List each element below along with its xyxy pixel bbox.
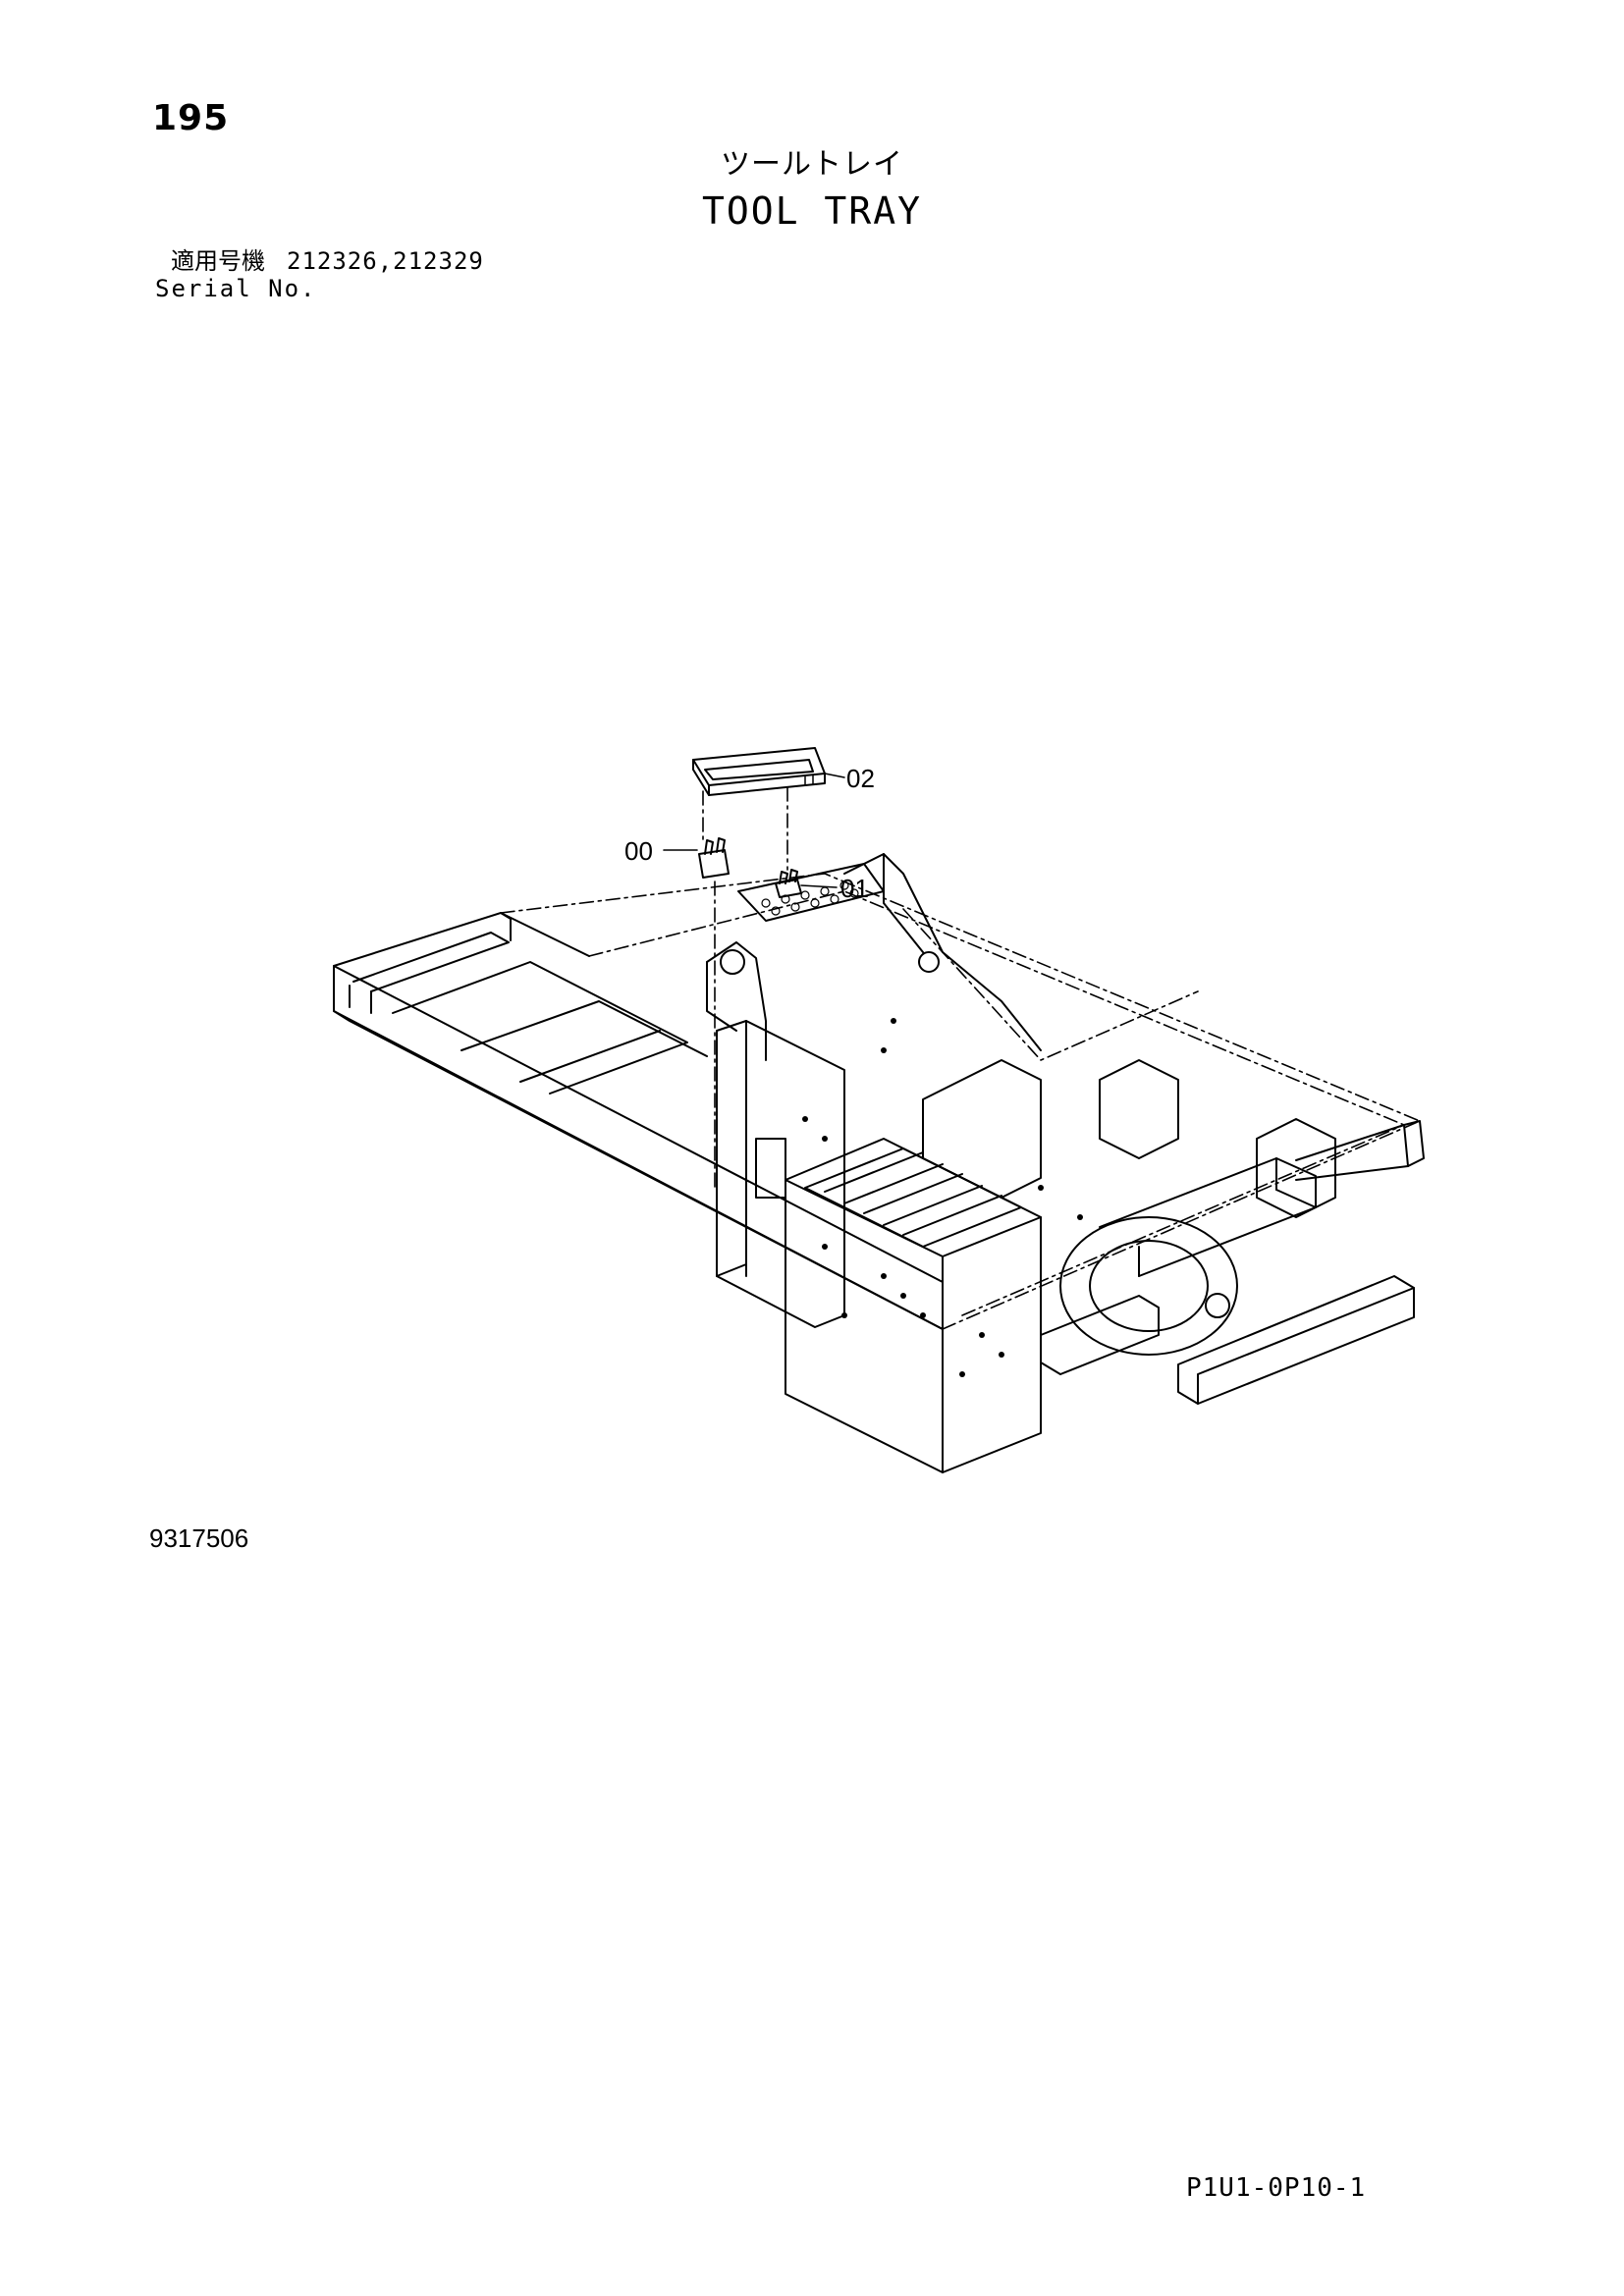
main-frame <box>333 853 1425 1473</box>
exploded-parts-drawing: 02 00 01 <box>295 726 1463 1571</box>
callout-02: 02 <box>846 764 875 793</box>
bracket-part-00 <box>698 837 730 879</box>
detail-dots <box>802 1018 1083 1377</box>
assembly-lines <box>702 786 788 1189</box>
serial-label-english: Serial No. <box>155 275 317 302</box>
page-code: P1U1-0P10-1 <box>1186 2173 1367 2203</box>
serial-block: 適用号機 212326,212329 Serial No. <box>155 247 484 302</box>
serial-values: 212326,212329 <box>287 247 484 275</box>
callout-leaders <box>663 773 845 888</box>
tool-tray-part <box>692 747 826 796</box>
title-japanese: ツールトレイ <box>721 147 903 182</box>
bracket-part-01 <box>775 869 802 898</box>
callout-01: 01 <box>840 874 869 903</box>
title-english: TOOL TRAY <box>702 189 922 233</box>
drawing-number: 9317506 <box>149 1523 249 1553</box>
serial-label-japanese: 適用号機 <box>171 247 265 275</box>
title-block: ツールトレイ TOOL TRAY <box>0 145 1624 234</box>
serial-row-en: Serial No. <box>155 275 484 302</box>
drawing-canvas: 02 00 01 <box>333 747 1425 1473</box>
page-number: 195 <box>152 98 230 138</box>
serial-row-jp: 適用号機 212326,212329 <box>155 247 484 275</box>
callout-00: 00 <box>624 836 653 866</box>
